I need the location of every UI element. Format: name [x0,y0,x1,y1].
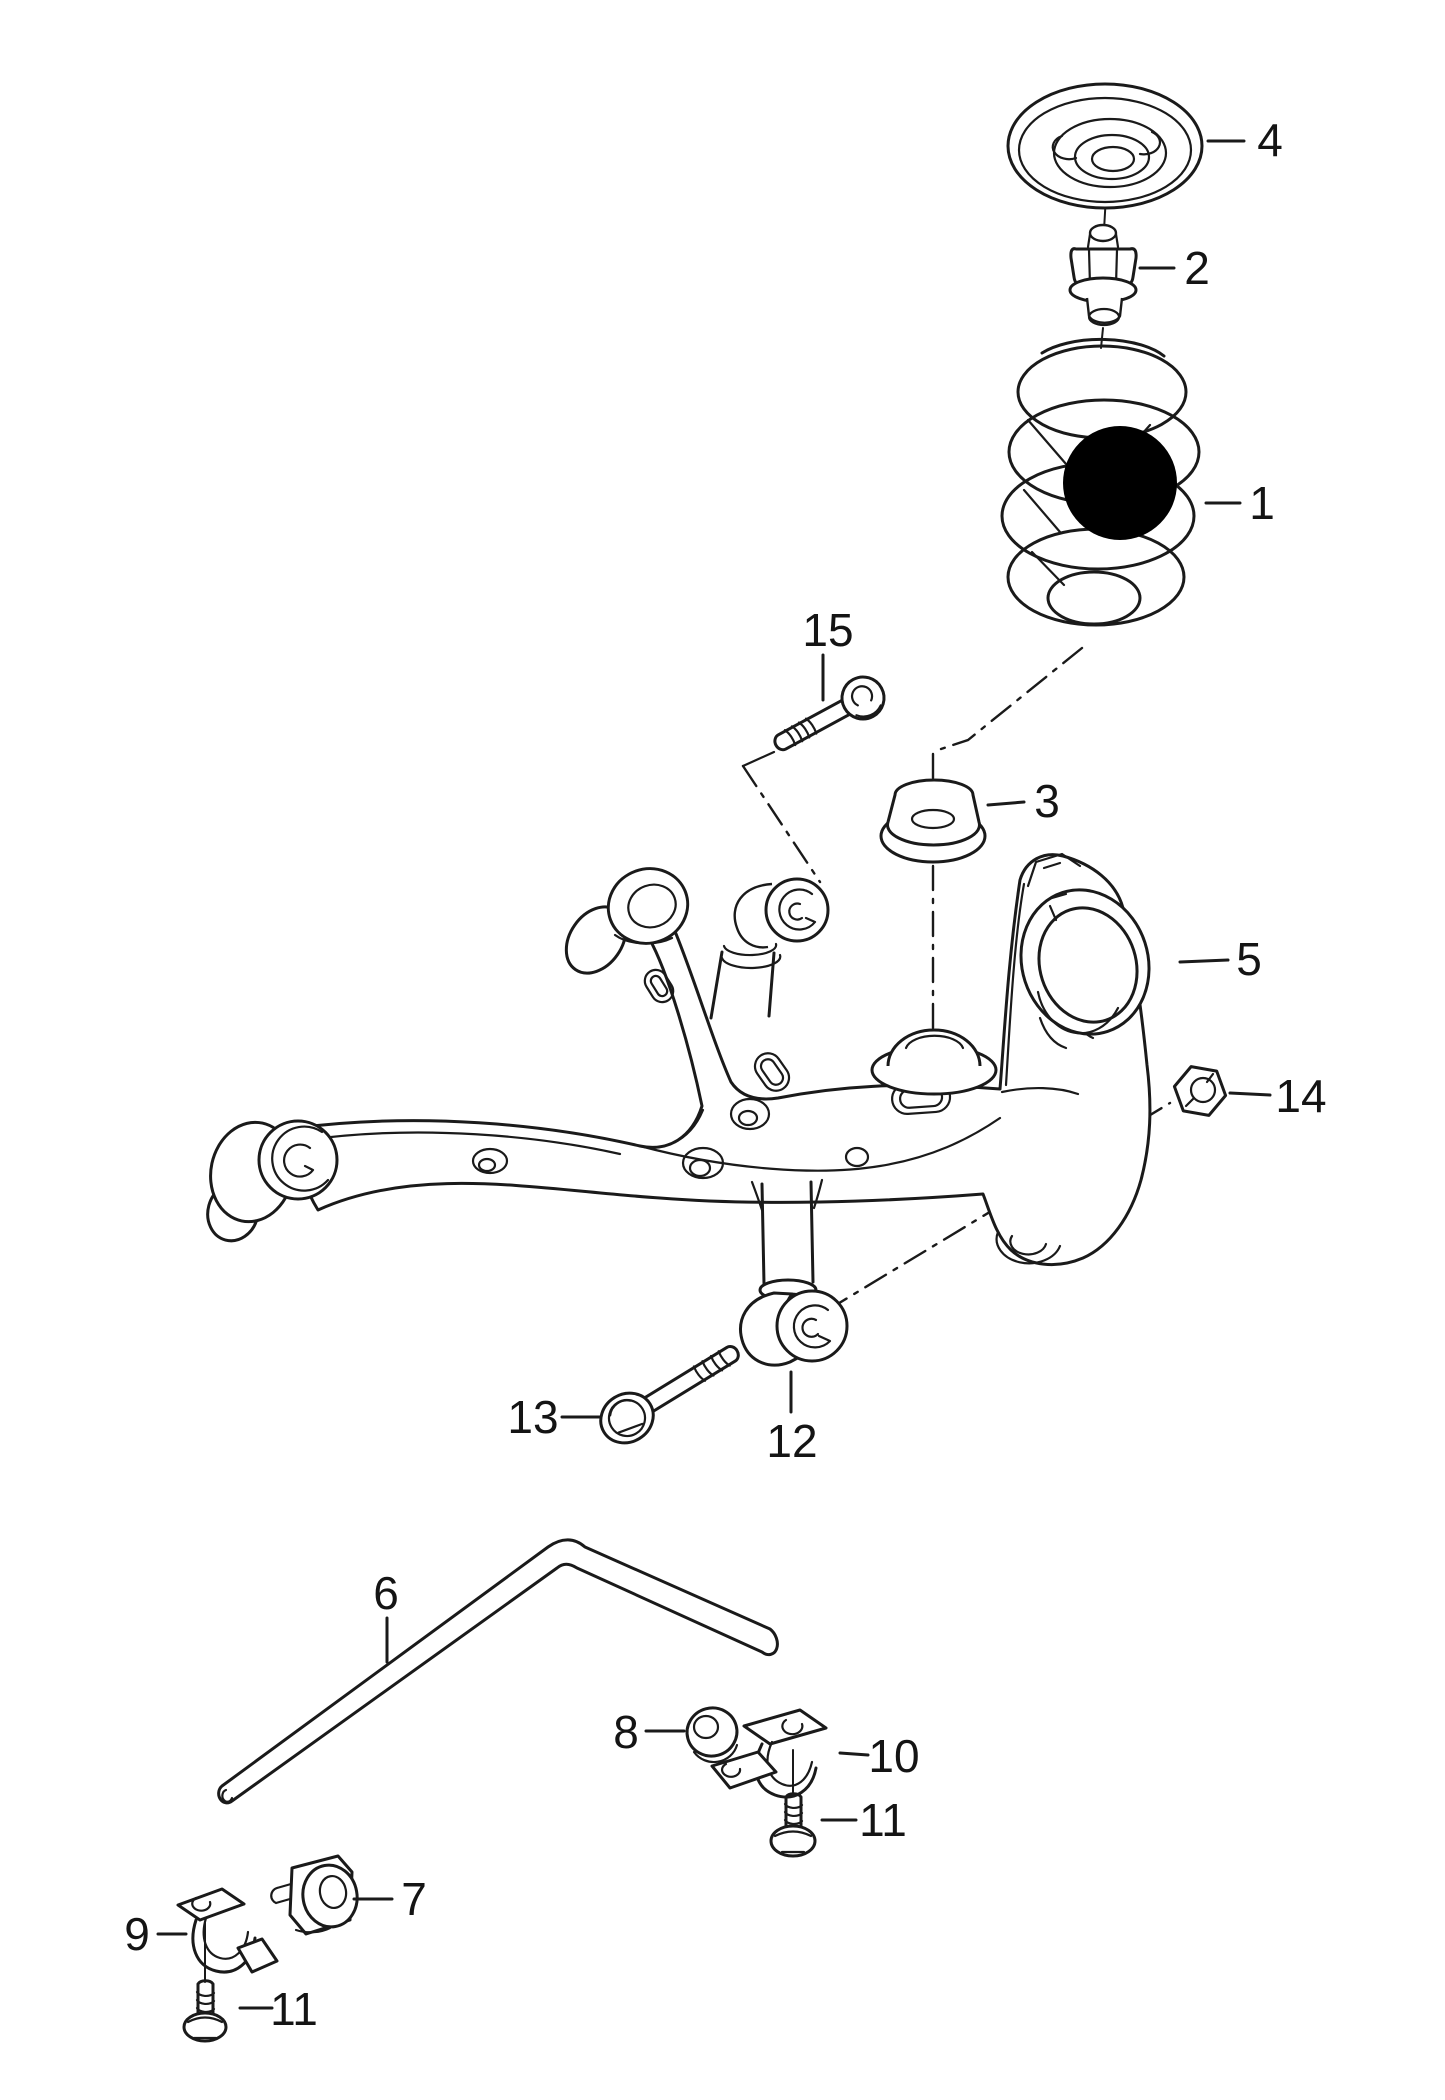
callout-leader-lower-spring-seat [986,800,1026,807]
arm-upper-bushing [564,867,690,975]
part-15-bolt [773,675,886,752]
part-4-upper-spring-plate [1006,82,1204,210]
arm-slot-hole [643,968,675,1004]
part-14-hex-nut [1172,1065,1228,1117]
callout-label-9-stabilizer-clamp-bracket: 9 [124,1908,150,1960]
part-5-hub-carrier-ring [1019,852,1151,1036]
part-1-coil-spring [1000,337,1201,627]
callout-leader-stabilizer-clamp [838,1751,870,1757]
callout-label-15-hex-flange-bolt: 15 [802,604,853,656]
shock-absorber-upper [709,877,830,1020]
shock-absorber-lower [739,1178,849,1367]
callout-label-5-hub-carrier-ring: 5 [1236,933,1262,985]
part-10-stabilizer-clamp [710,1708,828,1799]
callout-label-6-stabilizer-bar: 6 [373,1567,399,1619]
highlight-marker [1063,426,1177,540]
part-3-lower-spring-seat [879,778,987,864]
part-13-bolt [599,1345,740,1445]
part-8-stabilizer-bushing [685,1706,739,1764]
callout-leader-hex-nut [1228,1091,1272,1097]
callout-label-10-stabilizer-clamp: 10 [868,1730,919,1782]
part-12-rubber-bushing [739,1289,849,1367]
callout-label-13-hex-flange-bolt: 13 [507,1391,558,1443]
callout-leader-hub-carrier-ring [1178,958,1230,964]
arm-front-bushing [206,1119,339,1243]
callout-label-7-stabilizer-mount-bushing: 7 [401,1873,427,1925]
part-6-stabilizer-bar [217,1538,779,1805]
callout-label-2-rubber-buffer: 2 [1184,242,1210,294]
part-2-rubber-buffer [1068,223,1138,327]
part-7-mount-bushing [270,1854,359,1936]
callouts-layer: 4 2 1 15 3 5 14 13 12 6 8 10 11 7 9 11 [124,114,1326,2035]
trailing-arm [206,852,1152,1266]
callout-label-1-coil-spring: 1 [1249,477,1275,529]
callout-label-8-stabilizer-rubber-bushing: 8 [613,1706,639,1758]
spring-perch [870,1028,998,1096]
callout-label-11-bolt: 11 [270,1983,318,2035]
part-11-bolt-middle [769,1792,817,1858]
arm-slot-hole [753,1052,791,1092]
part-9-clamp-bracket [176,1887,279,1983]
callout-label-11-bolt: 11 [859,1794,907,1846]
callout-label-3-lower-spring-seat: 3 [1034,775,1060,827]
callout-label-4-upper-spring-plate: 4 [1257,114,1283,166]
part-11-bolt-bottom [182,1979,228,2043]
callout-label-14-hex-nut: 14 [1275,1070,1326,1122]
callout-label-12-bonded-rubber-bushing: 12 [766,1415,817,1467]
